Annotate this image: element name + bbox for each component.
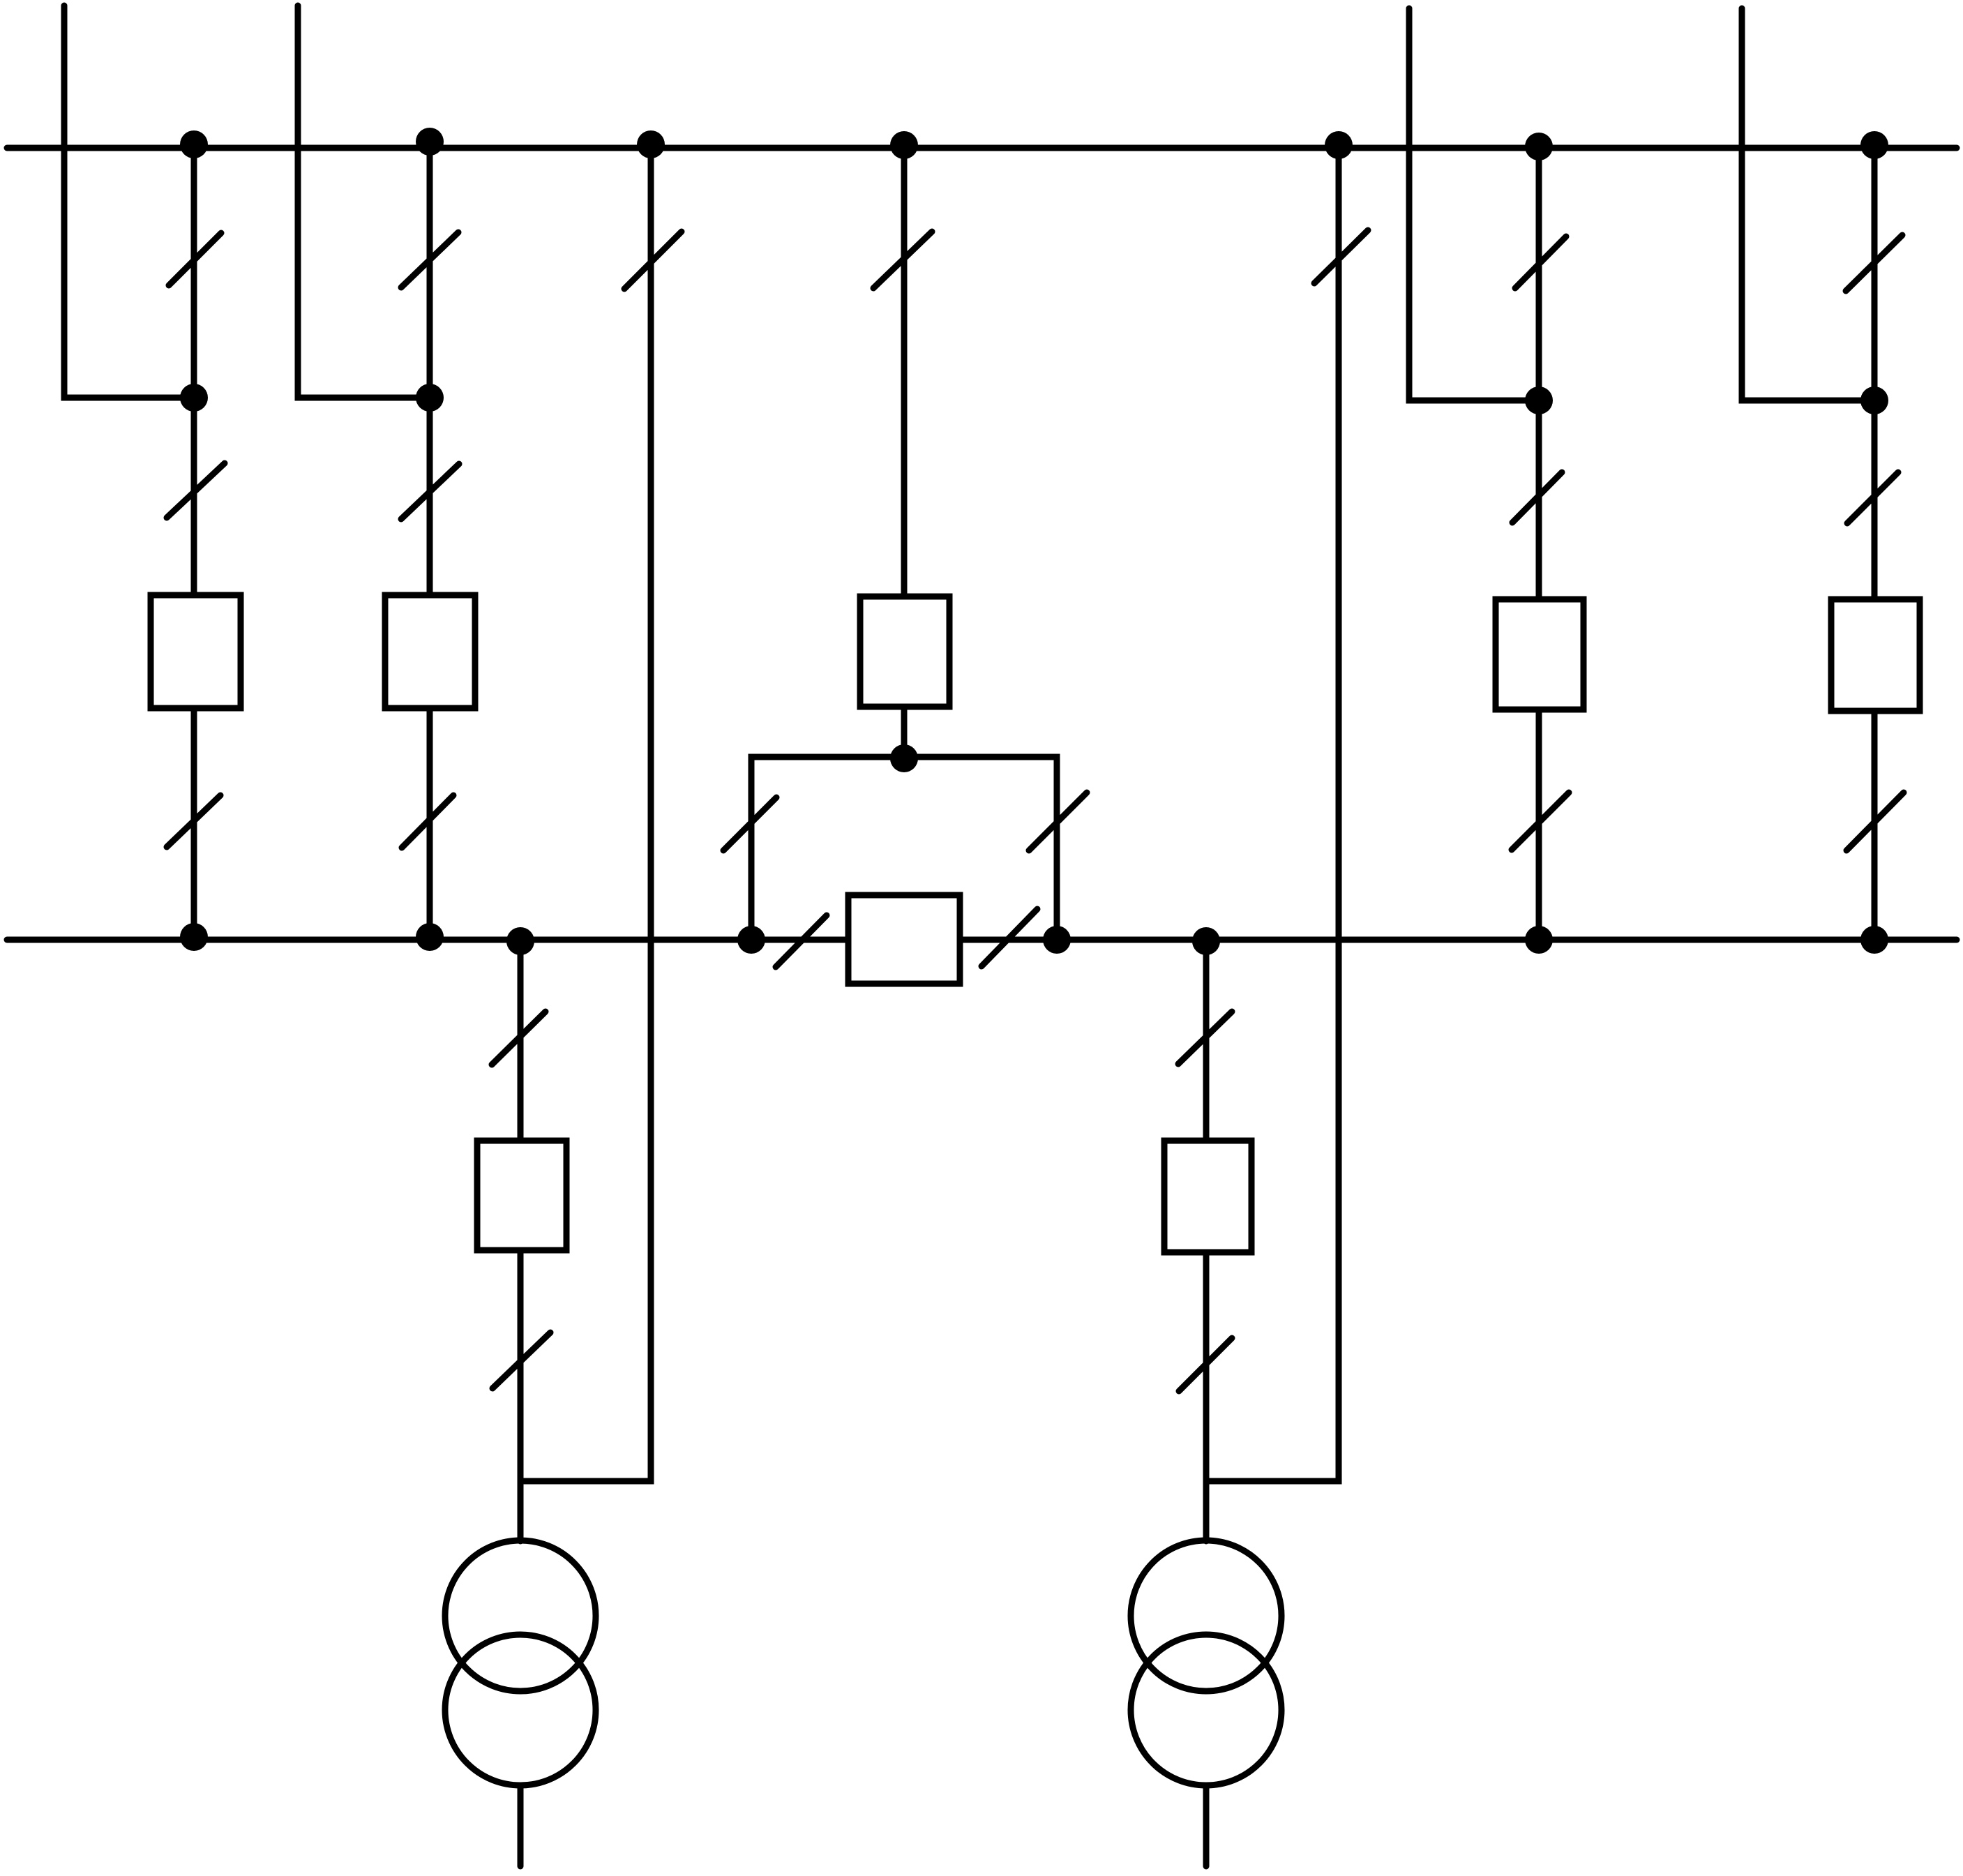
disconnector	[398, 792, 457, 851]
junction-dot	[1192, 927, 1220, 955]
circuit-breaker	[382, 592, 479, 712]
disconnector	[1025, 789, 1090, 854]
circuit-breaker	[1492, 596, 1587, 713]
disconnector	[1509, 469, 1565, 526]
transformer-winding-primary	[1127, 1537, 1285, 1695]
junction-dot	[890, 131, 918, 159]
junction-dot	[180, 923, 208, 951]
disconnector	[1844, 469, 1902, 527]
incoming-line	[294, 2, 432, 401]
circuit-breaker	[147, 592, 244, 712]
disconnector	[621, 228, 685, 292]
feeder-bay-1	[61, 2, 244, 943]
disconnector	[978, 906, 1041, 970]
junction-dots	[180, 128, 1888, 955]
disconnector	[870, 228, 935, 292]
coupler-bay	[621, 144, 1090, 987]
circuit-breaker	[857, 593, 953, 710]
tie-line	[1203, 144, 1342, 1485]
circuit-breaker	[1161, 1137, 1255, 1256]
feeder-bay-2	[294, 2, 479, 943]
junction-dot	[1860, 926, 1888, 954]
incoming-line	[61, 2, 197, 401]
junction-dot	[1325, 131, 1353, 159]
tie-line	[517, 144, 654, 1485]
junction-dot	[180, 130, 208, 158]
incoming-line	[1738, 5, 1876, 404]
feeder-bay-3	[1406, 5, 1587, 943]
junction-dot	[637, 130, 665, 158]
junction-dot	[1860, 131, 1888, 159]
disconnector	[488, 1008, 549, 1068]
junction-dot	[1043, 926, 1071, 954]
junction-dot	[1525, 133, 1553, 160]
transformer-winding-secondary	[1127, 1631, 1285, 1789]
disconnector	[398, 229, 462, 291]
disconnector	[1311, 227, 1371, 287]
busbars	[3, 144, 1960, 943]
disconnector	[1508, 789, 1572, 853]
junction-dot	[416, 923, 444, 951]
junction-dot	[737, 926, 765, 954]
disconnector	[1175, 1335, 1235, 1395]
disconnector	[1175, 1008, 1235, 1067]
junction-dot	[1525, 926, 1553, 954]
disconnector	[772, 912, 830, 970]
disconnector	[1842, 232, 1906, 294]
bus-coupler-breaker	[845, 892, 963, 987]
junction-dot	[1525, 387, 1553, 414]
circuit-breaker	[1828, 596, 1923, 714]
disconnector	[163, 460, 228, 521]
junction-dot	[416, 384, 444, 412]
transformer-winding-primary	[442, 1537, 599, 1695]
junction-dot	[506, 927, 534, 955]
disconnector	[1512, 233, 1570, 292]
transformer-winding-secondary	[442, 1631, 599, 1789]
disconnector	[163, 792, 224, 850]
circuit-breaker	[474, 1137, 570, 1254]
transformer-bay-1	[442, 144, 654, 1870]
disconnector	[1843, 789, 1907, 854]
feeder-bay-4	[1738, 5, 1923, 943]
disconnector	[489, 1329, 554, 1392]
disconnector	[165, 230, 225, 289]
junction-dot	[890, 744, 918, 772]
transformer-bay-2	[1127, 144, 1371, 1870]
junction-dot	[416, 128, 444, 156]
disconnector	[398, 460, 462, 523]
disconnector	[720, 794, 780, 854]
junction-dot	[1860, 387, 1888, 414]
junction-dot	[180, 384, 208, 412]
incoming-line	[1406, 5, 1541, 404]
